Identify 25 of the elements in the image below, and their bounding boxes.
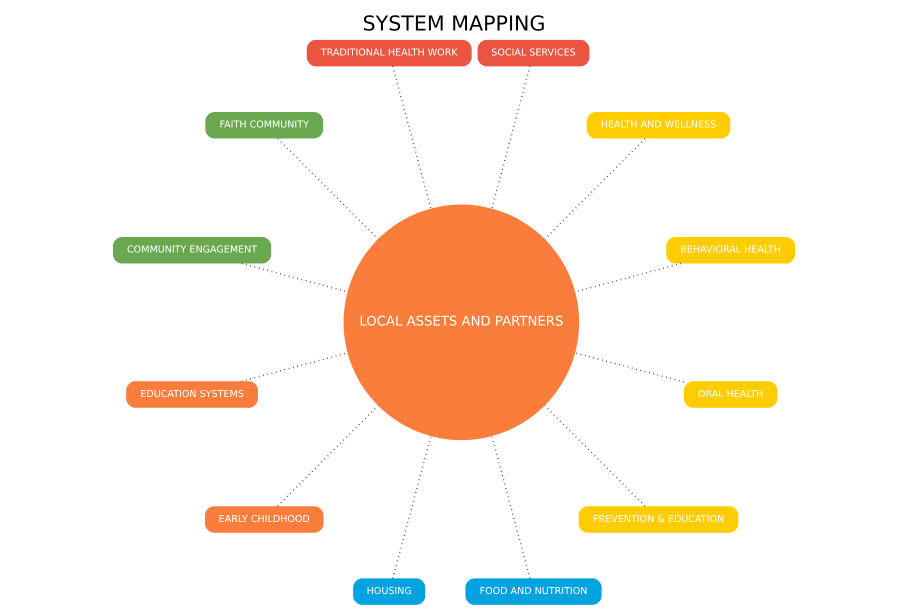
connector — [490, 66, 530, 209]
connector — [490, 436, 530, 578]
connector — [392, 436, 432, 578]
node-circle: LOCAL ASSETS AND PARTNERS — [343, 204, 579, 440]
node-box: TRADITIONAL HEALTH WORK — [306, 40, 472, 66]
node-box: HOUSING — [352, 578, 425, 605]
node-box: EARLY CHILDHOOD — [204, 506, 323, 533]
connector — [574, 262, 681, 292]
connector — [241, 352, 347, 382]
connector — [574, 352, 684, 383]
node-box: FAITH COMMUNITY — [204, 112, 323, 138]
node-box: COMMUNITY ENGAGEMENT — [112, 236, 271, 264]
connector — [392, 66, 432, 209]
node-box: SOCIAL SERVICES — [477, 40, 589, 66]
node-box: EDUCATION SYSTEMS — [126, 381, 258, 408]
connector — [241, 262, 347, 292]
connector — [276, 405, 378, 506]
node-box: BEHAVIORAL HEALTH — [666, 236, 795, 264]
node-box: PREVENTION & EDUCATION — [578, 506, 738, 533]
connector — [276, 138, 378, 240]
diagram-title: SYSTEM MAPPING — [362, 12, 545, 36]
node-box: FOOD AND NUTRITION — [464, 578, 602, 605]
node-box: HEALTH AND WELLNESS — [586, 112, 730, 138]
connector — [544, 138, 645, 240]
node-box: ORAL HEALTH — [683, 381, 777, 408]
